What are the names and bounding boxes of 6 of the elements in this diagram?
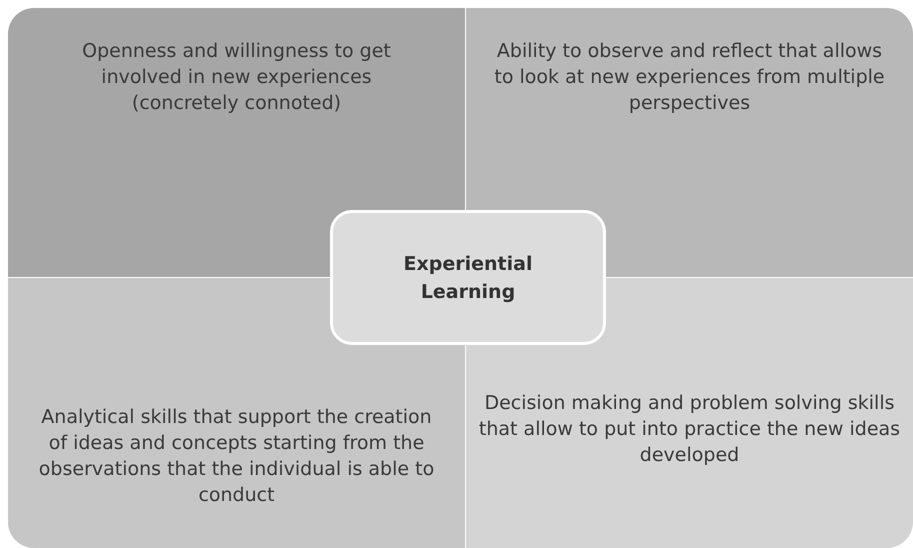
quadrant-text: Ability to observe and reflect that allows to look at new experiences from multiple perspectives — [493, 39, 886, 116]
quadrant-text: Openness and willingness to get involved in new experiences (concretely connoted) — [81, 39, 392, 116]
quadrant-text: Decision making and problem solving skills that allow to put into practice the new ideas developed — [478, 391, 902, 468]
center-title: Experiential Learning — [402, 252, 534, 304]
center-box — [330, 210, 606, 345]
quadrant-text: Analytical skills that support the creation of ideas and concepts starting from the observations that the individual is able to conduct — [38, 405, 435, 508]
